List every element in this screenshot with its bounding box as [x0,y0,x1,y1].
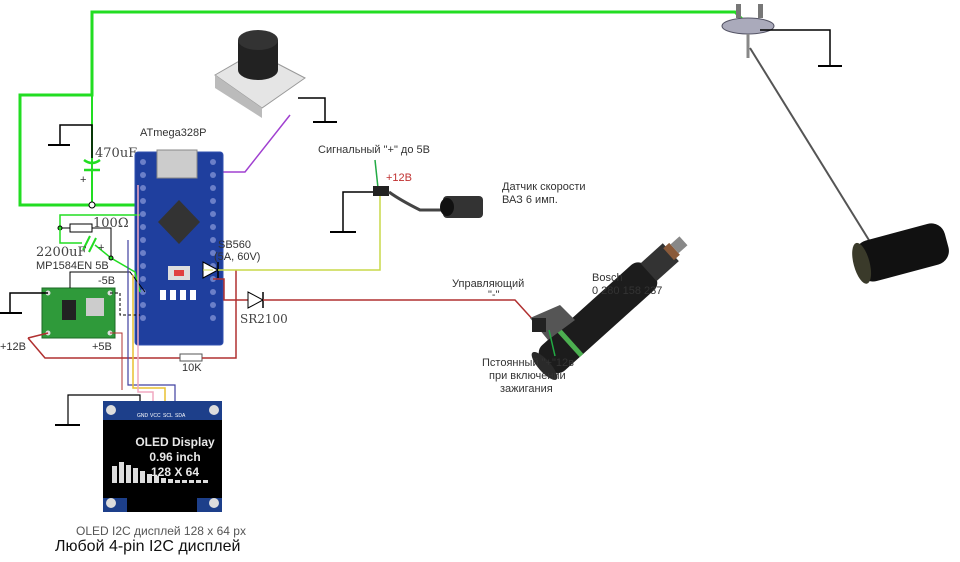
injector-constant-line2: при включении [489,370,566,382]
fuel-sender-wire [18,10,747,207]
supply-label: +12В [0,341,26,353]
display-caption: OLED I2C дисплей 128 x 64 px [76,524,246,538]
arduino-nano-board [134,149,224,346]
mcu-label: ATmega328P [140,127,207,139]
speed-signal-label: Сигнальный "+" до 5В [318,144,430,156]
converter-minus-label: -5В [98,275,116,287]
injector-brand: Bosch [592,272,623,284]
pin-scl: SCL [163,413,173,419]
fuel-injector [530,236,688,380]
pin-sda: SDA [175,413,186,419]
speed-signal-wire [218,192,381,271]
cap-470-plus: + [80,174,87,186]
speed-power-label: +12В [386,172,412,184]
pin-gnd: GND [137,413,149,419]
injector-constant-label: Пстоянный "+"12в [482,357,574,369]
res-100-label: 100Ω [93,216,129,231]
pin-vcc: VCC [150,413,161,419]
speed-sensor [330,159,483,233]
cap-2200-plus: + [98,242,105,254]
oled-display-module [103,401,222,512]
converter-plus-label: +5В [92,341,112,353]
injector-part: 0 280 158 237 [592,285,663,297]
cap-470-label: 470uF [95,146,138,161]
capacitor-470uf [48,124,101,172]
oled-screen-line1: OLED Display [135,435,215,449]
mp1584-converter [0,271,146,339]
oled-screen-line2: 0.96 inch [149,450,201,464]
diode1-spec: (5A, 60V) [214,251,261,263]
resistor-100-ohm [57,214,140,258]
diode2-label: SR2100 [240,312,288,326]
res-10k-label: 10K [182,362,202,374]
push-button [214,30,337,123]
injector-control-label: Управляющий [452,278,525,290]
display-note: Любой 4-pin I2C дисплей [55,538,241,555]
diode-sb560 [202,261,220,279]
cap-2200-label: 2200uF [36,245,87,260]
injector-constant-line3: зажигания [500,383,553,395]
speed-sensor-name: Датчик скорости [502,181,586,193]
injector-control-wire [263,299,536,323]
converter-label: MP1584EN 5В [36,260,109,272]
injector-control-sign: "-" [488,289,500,301]
supply-12v-wire [27,332,49,339]
speed-sensor-model: ВАЗ 6 имп. [502,194,558,206]
oled-screen-line3: 128 X 64 [150,465,200,479]
diode1-label: SB560 [218,239,252,251]
fuel-level-sender [721,4,949,284]
